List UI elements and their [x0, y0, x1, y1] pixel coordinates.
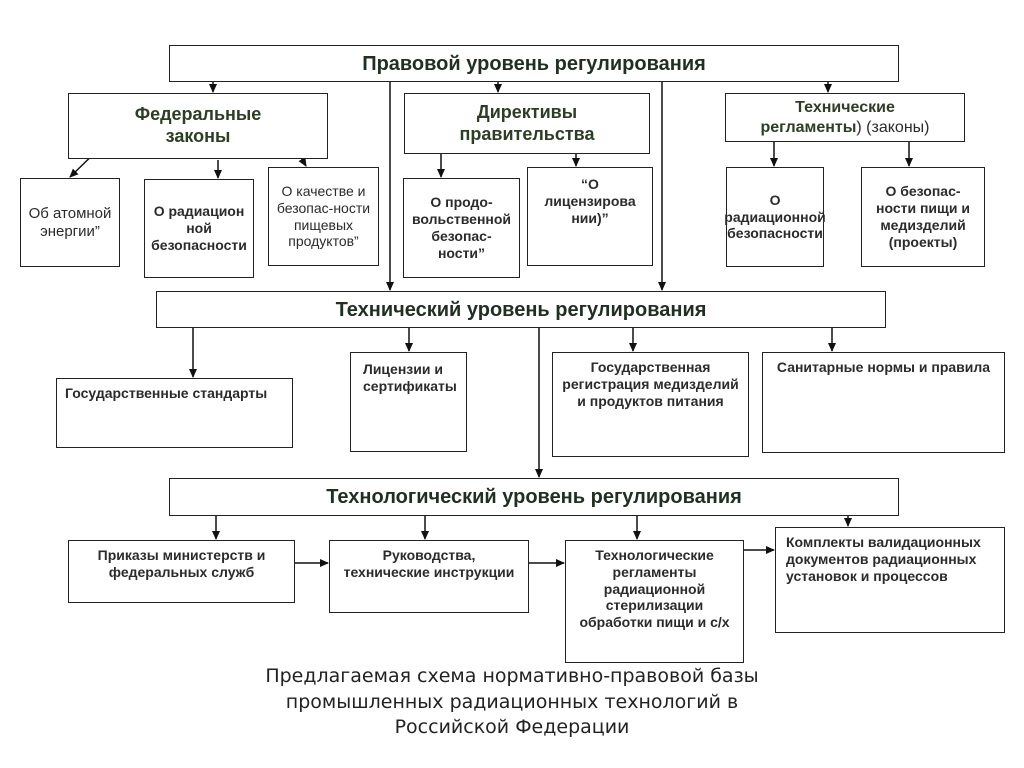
licenses-certificates-box: Лицензии и сертификаты [350, 352, 467, 452]
food-medical-safety-label: О безопас-ности пищи и медизделий (проек… [876, 183, 970, 250]
technical-guides-box: Руководства, технические инструкции [329, 540, 529, 613]
caption-line-3: Российской Федерации [394, 716, 630, 739]
technical-regulations-title: Технические регламенты [760, 99, 895, 136]
legal-level-header: Правовой уровень регулирования [169, 45, 899, 82]
government-directives-box: Директивы правительства [404, 93, 650, 154]
federal-laws-label: Федеральные законы [134, 104, 262, 146]
food-medical-safety-box: О безопас-ности пищи и медизделий (проек… [861, 167, 985, 267]
radiation-safety-law-label: О радиацион ной безопасности [151, 203, 247, 253]
radiation-safety-law-box: О радиацион ной безопасности [144, 179, 254, 278]
caption-line-2: промышленных радиационных технологий в [285, 690, 739, 713]
licensing-directive-label: “О лицензирова нии)” [544, 176, 636, 226]
technological-level-label: Технологический уровень регулирования [326, 486, 742, 508]
federal-laws-box: Федеральные законы [68, 93, 328, 159]
state-registration-label: Государственная регистрация медизделий и… [562, 359, 739, 409]
technical-level-header: Технический уровень регулирования [156, 291, 886, 328]
food-quality-law-label: О качестве и безопас-ности пищевых проду… [276, 182, 371, 250]
sanitary-norms-label: Санитарные нормы и правила [776, 359, 991, 375]
technical-regulations-label: Технические регламенты) (законы) [746, 98, 944, 136]
state-standards-box: Государственные стандарты [56, 378, 293, 448]
sanitary-norms-box: Санитарные нормы и правила [762, 352, 1005, 453]
legal-level-label: Правовой уровень регулирования [362, 52, 706, 75]
validation-sets-label: Комплекты валидационных документов радиа… [786, 534, 981, 584]
technical-guides-label: Руководства, технические инструкции [343, 547, 515, 580]
diagram-caption: Предлагаемая схема нормативно-правовой б… [200, 664, 824, 741]
ministry-orders-label: Приказы министерств и федеральных служб [97, 547, 266, 580]
technological-regulations-box: Технологические регламенты радиационной … [565, 540, 744, 663]
radiation-safety-regulation-box: О радиационной безопасности [724, 167, 826, 267]
state-standards-label: Государственные стандарты [65, 385, 268, 401]
licenses-certificates-label: Лицензии и сертификаты [363, 361, 457, 394]
caption-line-1: Предлагаемая схема нормативно-правовой б… [265, 665, 759, 687]
food-quality-law-box: О качестве и безопас-ности пищевых проду… [268, 167, 379, 266]
atomic-energy-law-label: Об атомной энергии” [28, 204, 112, 240]
licensing-directive-box: “О лицензирова нии)” [527, 167, 653, 266]
food-security-directive-box: О продо-вольственной безопас-ности” [403, 178, 520, 278]
validation-sets-box: Комплекты валидационных документов радиа… [775, 527, 1005, 633]
government-directives-label: Директивы правительства [459, 101, 595, 144]
technological-level-header: Технологический уровень регулирования [169, 478, 899, 516]
technological-regulations-label: Технологические регламенты радиационной … [579, 547, 730, 631]
technical-regulations-suffix: ) (законы) [856, 118, 930, 136]
radiation-safety-regulation-label: О радиационной безопасности [724, 191, 826, 242]
technical-regulations-box: Технические регламенты) (законы) [725, 93, 965, 142]
state-registration-box: Государственная регистрация медизделий и… [552, 352, 749, 457]
ministry-orders-box: Приказы министерств и федеральных служб [68, 540, 295, 603]
atomic-energy-law-box: Об атомной энергии” [20, 178, 120, 267]
food-security-directive-label: О продо-вольственной безопас-ности” [411, 194, 512, 261]
technical-level-label: Технический уровень регулирования [335, 298, 707, 321]
